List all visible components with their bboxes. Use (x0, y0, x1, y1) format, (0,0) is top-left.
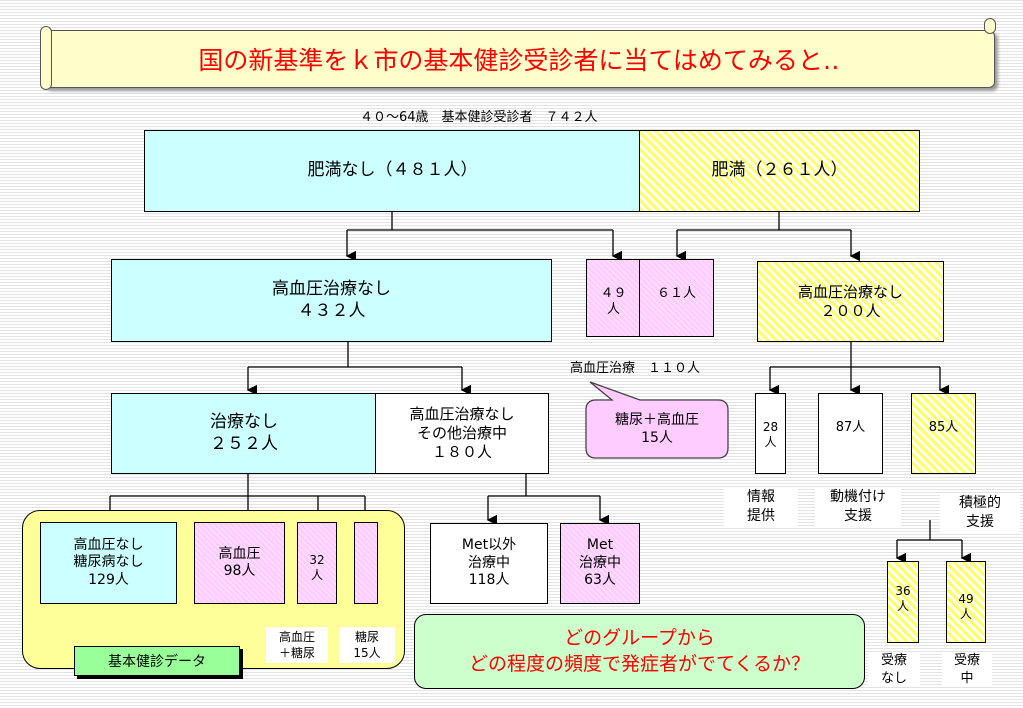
htn-box: 高血圧 98人 (194, 522, 285, 604)
obese-label: 肥満（２６１人） (711, 160, 848, 181)
box-49-label: ４９ 人 (600, 286, 627, 318)
no-treatment-label: 治療なし ２５２人 (210, 412, 278, 454)
in-treatment-label: 受療 中 (942, 652, 992, 688)
met-other-treatment-label: Met以外 治療中 118人 (461, 537, 517, 589)
no-htn-treatment-label: 高血圧治療なし ４３２人 (272, 279, 391, 321)
box-28: 28 人 (755, 393, 786, 474)
box-32: 32 人 (297, 522, 337, 604)
title-banner: 国の新基準をｋ市の基本健診受診者に当てはめてみると‥ (43, 30, 995, 88)
box-85: 85人 (911, 393, 976, 474)
basic-data-label-box: 基本健診データ (74, 646, 240, 676)
scroll-curl-right (984, 18, 996, 34)
met-other-treatment-box: Met以外 治療中 118人 (430, 523, 548, 604)
box-28-label: 28 人 (762, 420, 779, 449)
box-49b-label: 49 人 (958, 592, 974, 621)
box-85-label: 85人 (928, 420, 959, 435)
non-obese-label: 肥満なし（４８１人） (307, 160, 478, 181)
no-treatment-received-label: 受療 なし (868, 652, 920, 688)
scroll-curl-left (40, 26, 52, 90)
box-49b: 49 人 (946, 561, 986, 643)
diabetes-htn-callout: 糖尿＋高血圧 15人 (586, 400, 728, 458)
box-49: ４９ 人 (586, 259, 641, 337)
htn-diabetes-note: 高血圧 ＋糖尿 (266, 627, 328, 664)
htn-label: 高血圧 98人 (218, 545, 261, 580)
box-32-label: 32 人 (309, 553, 325, 582)
diabetes-box (354, 522, 378, 604)
no-treatment-box: 治療なし ２５２人 (111, 393, 377, 474)
obese-box: 肥満（２６１人） (639, 130, 920, 212)
diabetes-htn-callout-text: 糖尿＋高血圧 15人 (615, 411, 699, 446)
obese-no-htn-treatment-box: 高血圧治療なし ２００人 (757, 261, 944, 342)
box-36-label: 36 人 (895, 584, 911, 613)
motivation-support-label: 動機付け 支援 (815, 488, 901, 526)
info-support-label: 情報 提供 (724, 488, 798, 526)
met-treatment-label: Met 治療中 63人 (579, 537, 621, 589)
htn-treatment-label: 高血圧治療 １１０人 (570, 361, 701, 376)
question-callout: どのグループから どの程度の頻度で発症者がでてくるか？ (414, 614, 865, 689)
question-text: どのグループから どの程度の頻度で発症者がでてくるか？ (468, 626, 811, 675)
non-obese-box: 肥満なし（４８１人） (144, 130, 641, 212)
other-treatment-box: 高血圧治療なし その他治療中 １８０人 (375, 393, 549, 474)
page-title: 国の新基準をｋ市の基本健診受診者に当てはめてみると‥ (198, 46, 840, 75)
obese-no-htn-treatment-label: 高血圧治療なし ２００人 (797, 282, 903, 320)
box-36: 36 人 (887, 561, 919, 643)
met-treatment-box: Met 治療中 63人 (560, 523, 640, 604)
other-treatment-label: 高血圧治療なし その他治療中 １８０人 (409, 405, 515, 461)
active-support-label: 積極的 支援 (940, 494, 1020, 532)
box-87-label: 87人 (835, 420, 866, 435)
box-87: 87人 (818, 393, 883, 474)
basic-data-label: 基本健診データ (108, 654, 206, 670)
diabetes-note: 糖尿 15人 (339, 627, 395, 664)
box-61: ６１人 (639, 259, 714, 337)
total-label: ４０～64歳 基本健診受診者 ７４２人 (360, 110, 598, 125)
no-htn-treatment-box: 高血圧治療なし ４３２人 (111, 259, 552, 342)
box-61-label: ６１人 (656, 286, 696, 301)
no-htn-no-diabetes-box: 高血圧なし 糖尿病なし 129人 (40, 522, 177, 604)
no-htn-no-diabetes-label: 高血圧なし 糖尿病なし 129人 (73, 536, 144, 588)
